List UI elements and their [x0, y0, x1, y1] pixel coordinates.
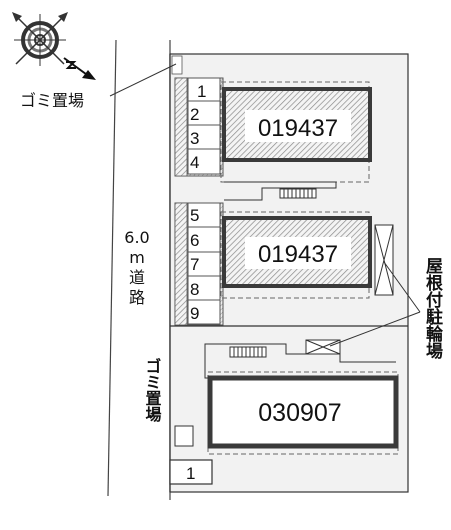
- garbage-label-left: ゴミ置場: [143, 357, 162, 423]
- road-label-char: 路: [129, 288, 145, 307]
- parking-space-label: 4: [190, 153, 199, 172]
- road-label-char: 道: [129, 268, 145, 287]
- building-3: 030907: [207, 371, 399, 455]
- parking-space-label: 7: [190, 255, 199, 274]
- parking-space-bottom: [169, 459, 213, 485]
- covered-bike-parking-area: [374, 224, 394, 296]
- road-edge-left: [107, 39, 117, 497]
- road-unit-label: m: [129, 248, 145, 267]
- garbage-label-top: ゴミ置場: [20, 91, 84, 110]
- building-id: 030907: [258, 399, 341, 427]
- parking-space-label: 9: [190, 304, 199, 323]
- building-2: 019437: [220, 211, 372, 299]
- bike-rack: [279, 188, 317, 199]
- parking-space-label: 3: [190, 129, 199, 148]
- parking-space-label: 6: [190, 231, 199, 250]
- road-width-label: 6.0: [124, 228, 149, 247]
- parking-group-b: 5 6 7 8 9: [174, 202, 224, 326]
- bike-rack: [229, 346, 267, 358]
- garbage-area-top: [171, 55, 183, 75]
- bike-parking-label: 屋根付駐輪場: [422, 257, 443, 360]
- building-id: 019437: [258, 241, 338, 268]
- parking-space-label: 1: [186, 464, 195, 483]
- garbage-area-left: [174, 425, 194, 447]
- covered-bike-parking-area: [305, 339, 341, 355]
- parking-space-label: 2: [190, 105, 199, 124]
- compass-icon: [12, 12, 68, 66]
- parking-space-label: 5: [190, 206, 199, 225]
- north-arrow-icon: [63, 57, 96, 80]
- parking-group-a: 1 2 3 4: [174, 77, 224, 177]
- parking-space-label: 1: [197, 82, 206, 101]
- building-id: 019437: [258, 115, 338, 142]
- building-1: 019437: [220, 81, 372, 183]
- parking-space-label: 8: [190, 280, 199, 299]
